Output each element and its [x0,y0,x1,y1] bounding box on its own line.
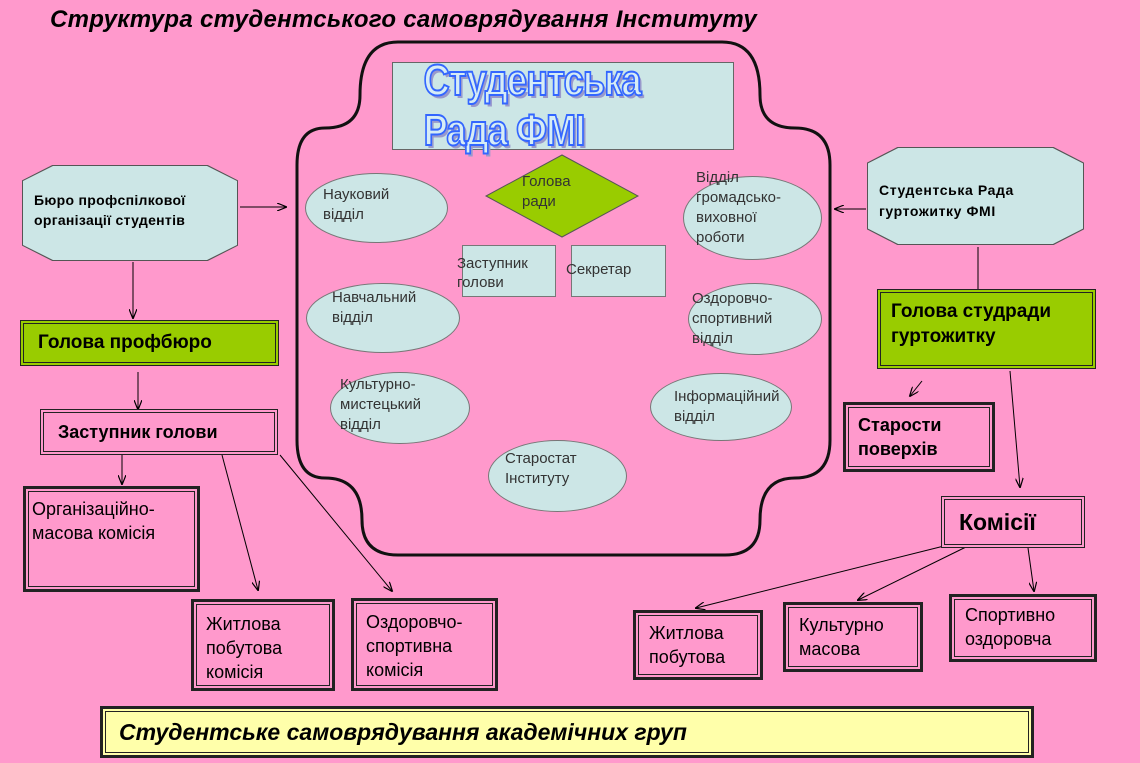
dorm-cultural-box: Культурно масова [783,602,923,672]
bureau-box: Бюро профспілкової організації студентів [23,166,237,260]
health-commission-box: Оздоровчо-спортивна комісія [351,598,498,691]
page-title: Структура студентського самоврядування І… [50,6,758,33]
council-title: Студентська Рада ФМІ [423,55,643,156]
dorm-council-label: Студентська Рада гуртожитку ФМІ [879,182,1014,219]
dept-elders-label: Старостат Інституту [505,450,577,487]
union-head-box: Голова профбюро [20,320,279,366]
commissions-box: Комісії [941,496,1085,548]
housing-commission-label: Житлова побутова комісія [206,614,283,682]
dept-elders: Старостат Інституту [488,440,627,512]
dept-science-label: Науковий відділ [323,186,390,223]
housing-commission-box: Житлова побутова комісія [191,599,335,691]
council-head-label: Голова ради [522,173,571,210]
health-commission-label: Оздоровчо-спортивна комісія [366,612,463,680]
dorm-head-label: Голова студради гуртожитку [891,301,1052,347]
academic-groups-bar: Студентське самоврядування академічних г… [100,706,1034,758]
dept-info: Інформаційний відділ [650,373,792,441]
floor-elders-box: Старости поверхів [843,402,995,472]
council-title-box: Студентська Рада ФМІ [392,55,734,156]
dept-education-label: Навчальний відділ [332,289,417,326]
commissions-label: Комісії [959,509,1036,535]
head-diamond [484,154,640,238]
dept-sport: Оздоровчо-спортивний відділ [688,283,822,355]
dorm-cultural-label: Культурно масова [799,615,884,659]
dorm-housing-box: Житлова побутова [633,610,763,680]
org-commission-label: Організаційно-масова комісія [32,499,156,543]
council-deputy-label: Заступник голови [457,255,528,291]
union-deputy-label: Заступник голови [58,422,218,442]
bureau-box-border: Бюро профспілкової організації студентів [22,165,238,261]
dept-info-label: Інформаційний відділ [674,388,780,425]
dept-culture: Культурно-мистецький відділ [330,372,470,444]
dept-civic: Відділ громадсько-виховної роботи [683,169,822,260]
dorm-council-box: Студентська Рада гуртожитку ФМІ [868,148,1083,244]
dorm-council-box-border: Студентська Рада гуртожитку ФМІ [867,147,1084,245]
dept-civic-label: Відділ громадсько-виховної роботи [696,169,781,246]
bureau-label: Бюро профспілкової організації студентів [34,192,186,228]
dept-education: Навчальний відділ [306,283,460,353]
council-deputy-box: Заступник голови [457,245,556,297]
union-deputy-box: Заступник голови [40,409,278,455]
dept-sport-label: Оздоровчо-спортивний відділ [692,290,773,347]
dorm-head-box: Голова студради гуртожитку [877,289,1096,369]
dept-science: Науковий відділ [305,173,448,243]
org-commission-box: Організаційно-масова комісія [23,486,200,592]
union-head-label: Голова профбюро [38,332,212,353]
dorm-sport-box: Спортивно оздоровча [949,594,1097,662]
dept-culture-label: Культурно-мистецький відділ [340,376,421,433]
floor-elders-label: Старости поверхів [858,415,942,459]
council-secretary-box: Секретар [566,245,666,297]
dorm-housing-label: Житлова побутова [649,623,726,667]
academic-groups-label: Студентське самоврядування академічних г… [119,718,687,745]
dorm-sport-label: Спортивно оздоровча [965,605,1056,649]
council-secretary-label: Секретар [566,261,632,278]
